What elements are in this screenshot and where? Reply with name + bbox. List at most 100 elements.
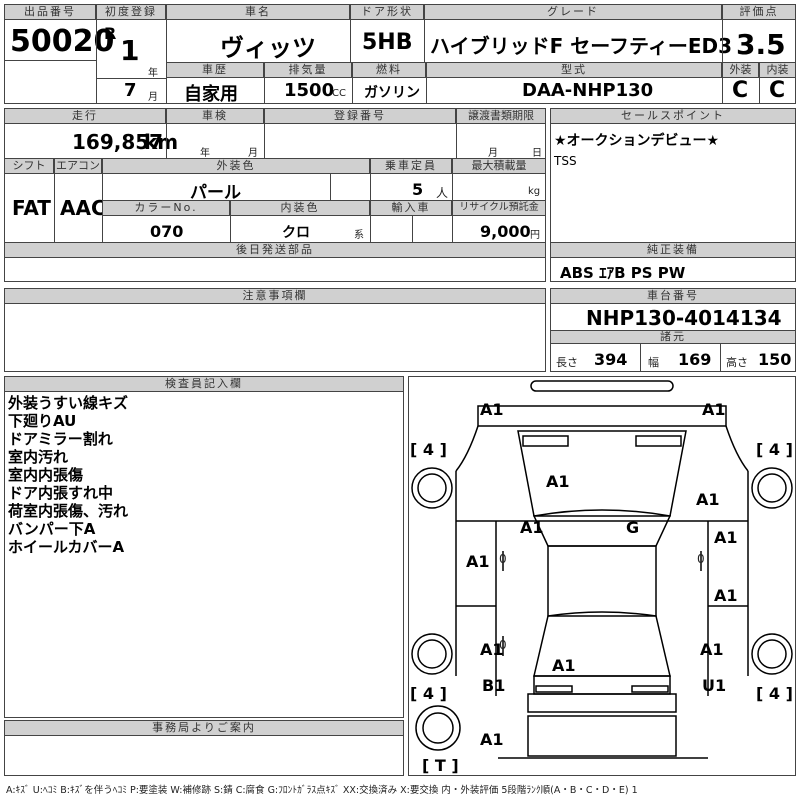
mark-windshield: G [626, 518, 640, 537]
genuine-equip-header: 純正装備 [550, 242, 796, 258]
tire-front-right-depth: [ 4 ] [756, 440, 793, 459]
mileage-unit: km [144, 130, 179, 154]
caution-header: 注意事項欄 [4, 288, 546, 304]
tire-rear-left-depth: [ 4 ] [410, 684, 447, 703]
first-reg-year: 1 [120, 34, 140, 67]
aircon-header: エアコン [54, 158, 102, 174]
interior-header: 内装 [759, 62, 796, 78]
mark-left-front-door-sub: 0 [499, 552, 507, 566]
mark-right-front-door: A1 [714, 528, 738, 547]
width-label: 幅 [648, 356, 659, 369]
year-unit: 年 [148, 68, 158, 79]
era: R [104, 24, 117, 43]
color-no-header: カラーNo. [102, 200, 230, 216]
inspector-note: 下廻りAU [8, 412, 77, 430]
inspector-note: ホイールカバーA [8, 538, 125, 556]
shift: FAT [12, 196, 51, 220]
mileage-header: 走行 [4, 108, 166, 124]
first-reg-month: 7 [124, 80, 137, 101]
sales-point-1: ★オークションデビュー★ [554, 133, 720, 149]
office-header: 事務局よりご案内 [4, 720, 404, 736]
mark-right-rear-bumper: U1 [702, 676, 727, 695]
inspector-note: ドアミラー割れ [8, 430, 113, 448]
mark-spare: A1 [480, 730, 504, 749]
mileage: 169,857 [72, 130, 164, 154]
mark-left-rear-bumper: B1 [482, 676, 506, 695]
chassis-no: NHP130-4014134 [586, 306, 782, 330]
capacity-unit: 人 [436, 186, 449, 200]
lot-no-header: 出品番号 [4, 4, 96, 20]
transfer-header: 譲渡書類期限 [456, 108, 546, 124]
model-header: 型式 [426, 62, 722, 78]
mark-roof: A1 [552, 656, 576, 675]
cc-unit: CC [332, 88, 346, 99]
lot-no: 50020 [10, 24, 115, 59]
mark-right-front-door-sub: 0 [697, 552, 705, 566]
history: 自家用 [184, 84, 238, 105]
inspector-note: ドア内張すれ中 [8, 484, 114, 502]
inspection-header: 車検 [166, 108, 264, 124]
door-header: ドア形状 [350, 4, 424, 20]
car-diagram [411, 380, 793, 759]
sales-point-header: セールスポイント [550, 108, 796, 124]
score-header: 評価点 [722, 4, 796, 20]
tire-rear-right-depth: [ 4 ] [756, 684, 793, 703]
import-header: 輸入車 [370, 200, 452, 216]
mark-left-fender: A1 [520, 518, 544, 537]
car-name: ヴィッツ [220, 34, 316, 62]
mark-right-fender: A1 [696, 490, 720, 509]
inspector-note: 室内内張傷 [8, 466, 84, 484]
reg-no-header: 登録番号 [264, 108, 456, 124]
max-load-header: 最大積載量 [452, 158, 546, 174]
displacement: 1500 [284, 80, 335, 101]
later-parts-header: 後日発送部品 [4, 242, 546, 258]
sales-point-2: TSS [554, 154, 577, 168]
history-header: 車歴 [166, 62, 264, 78]
mark-hood: A1 [546, 472, 570, 491]
mark-left-rear-quarter: A1 [480, 640, 504, 659]
genuine-equip: ABS ｴｱB PS PW [560, 264, 686, 282]
recycle-header: リサイクル預託金 [452, 200, 546, 216]
inspection-month-unit: 月 [248, 148, 258, 159]
mark-right-rear-door: A1 [714, 586, 738, 605]
month-unit: 月 [148, 92, 158, 103]
grade-header: グレード [424, 4, 722, 20]
first-reg-header: 初度登録 [96, 4, 166, 20]
length-label: 長さ [556, 356, 578, 369]
model: DAA-NHP130 [522, 80, 654, 101]
ext-color: パール [190, 183, 241, 203]
capacity: 5 [412, 180, 424, 199]
tire-front-left-depth: [ 4 ] [410, 440, 447, 459]
width: 169 [678, 350, 712, 369]
int-color-header: 内装色 [230, 200, 370, 216]
inspection-year-unit: 年 [200, 148, 210, 159]
height-label: 高さ [726, 356, 748, 369]
mark-front-left: A1 [480, 400, 504, 419]
legend: A:ｷｽﾞ U:ﾍｺﾐ B:ｷｽﾞを伴うﾍｺﾐ P:要塗装 W:補修跡 S:錆 … [6, 785, 638, 796]
mark-front-right: A1 [702, 400, 726, 419]
fuel-header: 燃料 [352, 62, 426, 78]
displacement-header: 排気量 [264, 62, 352, 78]
transfer-day-unit: 日 [532, 148, 542, 159]
mark-left-front-door: A1 [466, 552, 490, 571]
exterior-grade: C [732, 78, 749, 103]
inspector-note: 荷室内張傷、汚れ [8, 502, 129, 520]
load-unit: kg [528, 186, 541, 197]
mark-right-rear-quarter: A1 [700, 640, 724, 659]
recycle-unit: 円 [530, 230, 540, 241]
inspector-note: 外装うすい線キズ [8, 394, 129, 412]
aircon: AAC [60, 196, 106, 220]
recycle-fee: 9,000 [480, 222, 531, 241]
exterior-header: 外装 [722, 62, 759, 78]
inspector-note: 室内汚れ [8, 448, 69, 466]
score: 3.5 [736, 28, 786, 61]
interior-grade: C [769, 78, 786, 103]
mark-left-rear-door-sub: 0 [499, 638, 507, 652]
shift-header: シフト [4, 158, 54, 174]
grade: ハイブリッドF セーフティーED3 [430, 34, 733, 58]
length: 394 [594, 350, 628, 369]
spare-tire-type: [ T ] [422, 756, 459, 775]
height: 150 [758, 350, 792, 369]
capacity-header: 乗車定員 [370, 158, 452, 174]
chassis-header: 車台番号 [550, 288, 796, 304]
